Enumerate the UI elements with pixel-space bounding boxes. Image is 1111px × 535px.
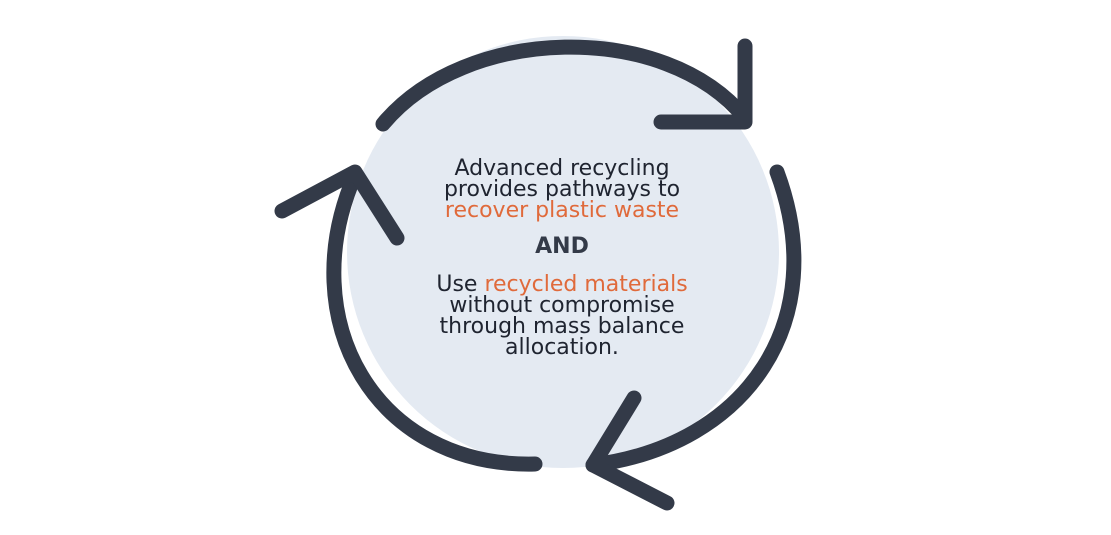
cycle-arrow-icon [585, 164, 802, 473]
bottom-line-4: allocation. [505, 335, 619, 360]
and-label: AND [535, 234, 589, 259]
bottom-line-1: Use recycled materials [412, 272, 712, 297]
cycle-arrow-head-icon [653, 38, 753, 130]
bottom-line-2: without compromise [449, 293, 675, 318]
top-statement: Advanced recycling provides pathways to … [412, 156, 712, 223]
cycle-arrow-icon [375, 39, 753, 132]
cycle-arrow-icon [326, 167, 543, 472]
bottom-line-1-prefix: Use [436, 272, 478, 297]
cycle-arrow-head-icon [585, 390, 675, 511]
top-line-1: Advanced recycling [454, 156, 670, 181]
center-text: Advanced recycling provides pathways to … [412, 156, 712, 360]
center-disc [347, 36, 779, 468]
top-line-3-accent: recover plastic waste [444, 198, 680, 223]
bottom-line-3: through mass balance [439, 314, 685, 339]
cycle-arrow-head-icon [274, 164, 405, 246]
bottom-statement: Use recycled materials without compromis… [412, 272, 712, 360]
bottom-line-1-accent: recycled materials [484, 272, 688, 297]
top-line-2: provides pathways to [443, 177, 681, 202]
